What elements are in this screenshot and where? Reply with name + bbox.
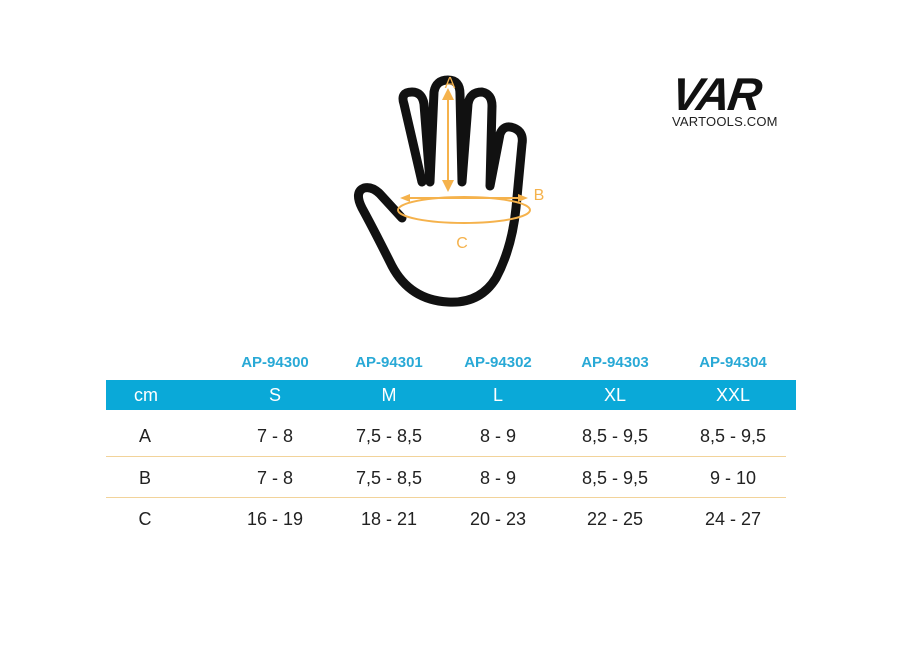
hand-outline [354, 75, 527, 307]
table-cell: 18 - 21 [360, 509, 418, 529]
table-cell: 8,5 - 9,5 [581, 426, 649, 446]
table-row: B 7 - 8 7,5 - 8,5 8 - 9 8,5 - 9,5 9 - 10 [0, 458, 900, 498]
table-cell: 8,5 - 9,5 [699, 426, 767, 446]
product-code: AP-94303 [581, 354, 649, 371]
size-label: XL [603, 385, 627, 405]
table-cell: 7 - 8 [256, 468, 294, 488]
table-cell: 20 - 23 [469, 509, 527, 529]
unit-label: cm [134, 385, 158, 405]
table-cell: 16 - 19 [246, 509, 304, 529]
table-cell: 8 - 9 [479, 426, 517, 446]
size-label: M [381, 385, 397, 405]
table-cell: 9 - 10 [709, 468, 757, 488]
hand-measurement-diagram: A B C [340, 70, 560, 320]
table-cell: 8 - 9 [479, 468, 517, 488]
logo-mark: VAR [668, 68, 764, 120]
table-cell: 22 - 25 [586, 509, 644, 529]
row-separator [106, 497, 786, 498]
size-label: L [492, 385, 503, 405]
product-code: AP-94301 [355, 354, 423, 371]
row-label: C [138, 509, 152, 529]
table-row: C 16 - 19 18 - 21 20 - 23 22 - 25 24 - 2… [0, 499, 900, 539]
table-cell: 7,5 - 8,5 [355, 426, 423, 446]
var-logo: VAR VARTOOLS.COM [668, 68, 812, 134]
table-cell: 7 - 8 [256, 426, 294, 446]
product-code: AP-94300 [241, 354, 309, 371]
table-row: A 7 - 8 7,5 - 8,5 8 - 9 8,5 - 9,5 8,5 - … [0, 416, 900, 456]
size-label: S [268, 385, 281, 405]
table-cell: 8,5 - 9,5 [581, 468, 649, 488]
label-c: C [456, 235, 468, 252]
table-cell: 24 - 27 [704, 509, 762, 529]
product-code: AP-94304 [699, 354, 767, 371]
row-separator [106, 456, 786, 457]
product-codes-row: AP-94300 AP-94301 AP-94302 AP-94303 AP-9… [0, 352, 900, 374]
product-code: AP-94302 [464, 354, 532, 371]
label-b: B [534, 187, 545, 204]
size-label: XXL [715, 385, 751, 405]
size-header: cm S M L XL XXL [106, 380, 796, 410]
table-cell: 7,5 - 8,5 [355, 468, 423, 488]
hand-outline-icon: A B C [354, 75, 545, 307]
row-label: B [138, 468, 151, 488]
row-label: A [138, 426, 151, 446]
label-a: A [445, 75, 456, 92]
logo-url: VARTOOLS.COM [672, 114, 778, 129]
